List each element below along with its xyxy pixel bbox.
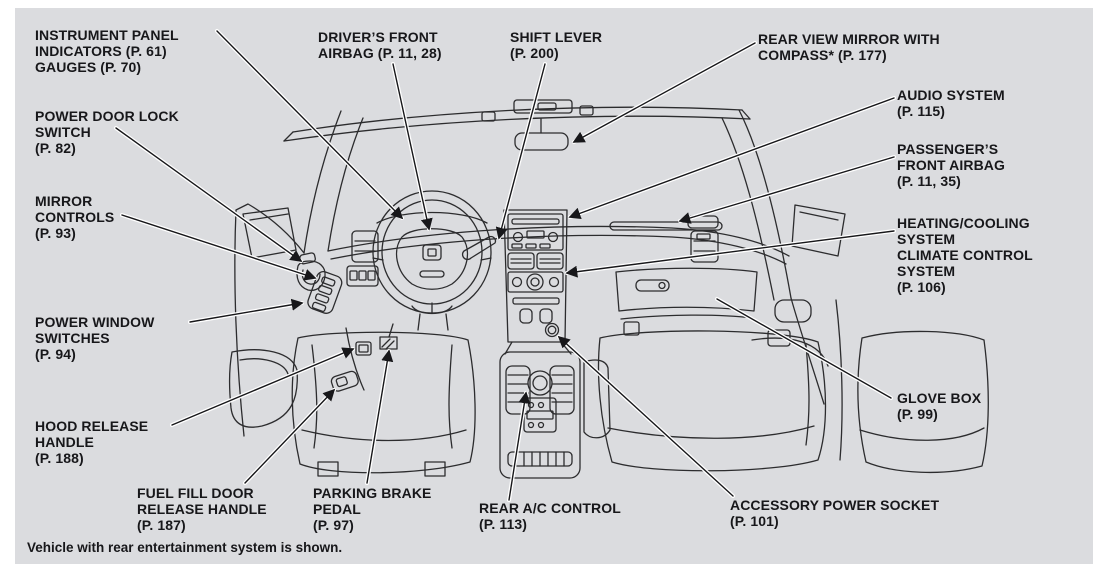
driver-door xyxy=(228,203,305,437)
label-passengers-front-airbag: PASSENGER’S FRONT AIRBAG (P. 11, 35) xyxy=(897,141,1006,189)
rear-ac-console xyxy=(499,351,581,479)
label-power-window-switches: POWER WINDOW SWITCHES (P. 94) xyxy=(35,314,155,362)
door-controls xyxy=(296,252,343,314)
leader-drivers-airbag xyxy=(392,63,433,231)
leader-rear-ac xyxy=(508,391,531,501)
label-parking-brake-pedal: PARKING BRAKE PEDAL (P. 97) xyxy=(313,485,432,533)
leader-halos xyxy=(114,29,896,502)
label-mirror-controls: MIRROR CONTROLS (P. 93) xyxy=(35,193,115,241)
rear-view-mirror-icon xyxy=(514,118,569,151)
label-instrument-panel-indicators: INSTRUMENT PANEL INDICATORS (P. 61) GAUG… xyxy=(35,27,179,75)
label-power-door-lock-switch: POWER DOOR LOCK SWITCH (P. 82) xyxy=(35,108,179,156)
leader-fuel-fill xyxy=(244,388,336,484)
leader-shift-lever xyxy=(495,63,546,240)
label-rear-ac-control: REAR A/C CONTROL (P. 113) xyxy=(479,500,621,532)
passenger-seat xyxy=(583,330,827,472)
steering-wheel xyxy=(372,190,497,331)
leader-passenger-airbag xyxy=(678,156,895,224)
label-rear-view-mirror-compass: REAR VIEW MIRROR WITH COMPASS* (P. 177) xyxy=(758,31,940,63)
label-shift-lever: SHIFT LEVER (P. 200) xyxy=(510,29,603,61)
leader-mirror-controls xyxy=(121,214,317,281)
label-fuel-fill-door-release: FUEL FILL DOOR RELEASE HANDLE (P. 187) xyxy=(137,485,267,533)
leader-power-door-lock xyxy=(115,127,303,262)
label-accessory-power-socket: ACCESSORY POWER SOCKET (P. 101) xyxy=(730,497,940,529)
label-drivers-front-airbag: DRIVER’S FRONT AIRBAG (P. 11, 28) xyxy=(318,29,442,61)
label-hood-release-handle: HOOD RELEASE HANDLE (P. 188) xyxy=(35,418,149,466)
rear-right-seat xyxy=(857,330,989,474)
leader-glove-box xyxy=(716,298,892,399)
a-pillars xyxy=(303,109,792,301)
leader-power-window xyxy=(189,298,304,323)
leader-hood-release xyxy=(171,347,355,426)
roof-header xyxy=(283,99,751,142)
leader-accessory-socket xyxy=(557,335,734,497)
label-glove-box: GLOVE BOX (P. 99) xyxy=(897,390,982,422)
leader-lines xyxy=(115,30,895,501)
leader-instrument-panel xyxy=(216,30,404,220)
leader-audio-system xyxy=(568,97,895,220)
center-stack xyxy=(503,209,572,355)
leader-rear-view-mirror xyxy=(572,42,756,143)
label-audio-system: AUDIO SYSTEM (P. 115) xyxy=(897,87,1005,119)
figure-caption: Vehicle with rear entertainment system i… xyxy=(27,540,343,555)
leader-heating-cooling xyxy=(565,230,895,278)
glove-box-art xyxy=(615,267,758,336)
leader-parking-brake xyxy=(366,349,394,484)
floor-controls xyxy=(330,323,398,392)
label-heating-cooling-system: HEATING/COOLING SYSTEM CLIMATE CONTROL S… xyxy=(897,215,1033,295)
